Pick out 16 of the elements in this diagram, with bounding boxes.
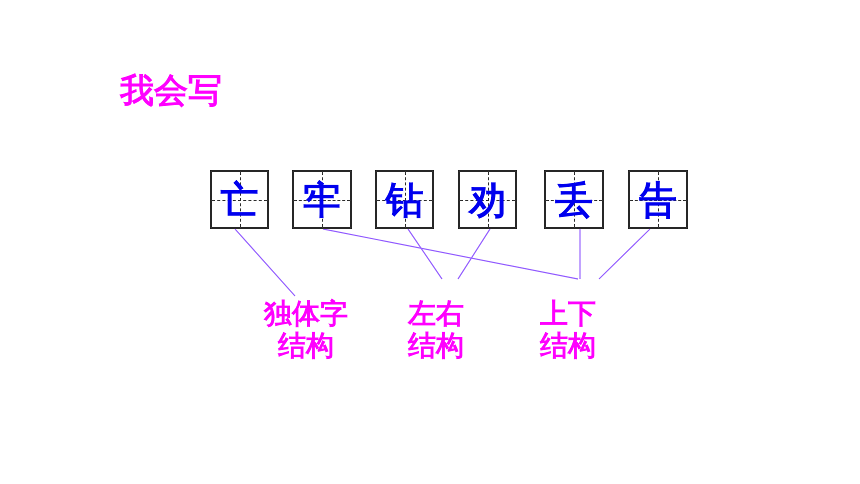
- connector-line: [408, 228, 442, 280]
- character-grid-box: [458, 170, 517, 229]
- connector-line: [598, 228, 650, 280]
- structure-label: 上下结构: [530, 279, 606, 362]
- chinese-character: 钻: [386, 180, 424, 218]
- structure-label: 左右结构: [398, 279, 474, 362]
- connector-line: [234, 228, 296, 296]
- structure-label: 独体字结构: [252, 296, 360, 362]
- chinese-character: 劝: [468, 180, 506, 218]
- chinese-character: 亡: [220, 180, 258, 218]
- connector-line: [322, 228, 578, 280]
- character-grid-box: [375, 170, 434, 229]
- character-grid-box: [210, 170, 269, 229]
- connector-line: [579, 229, 581, 279]
- connector-line: [458, 228, 490, 280]
- heading: 我会写: [120, 74, 222, 108]
